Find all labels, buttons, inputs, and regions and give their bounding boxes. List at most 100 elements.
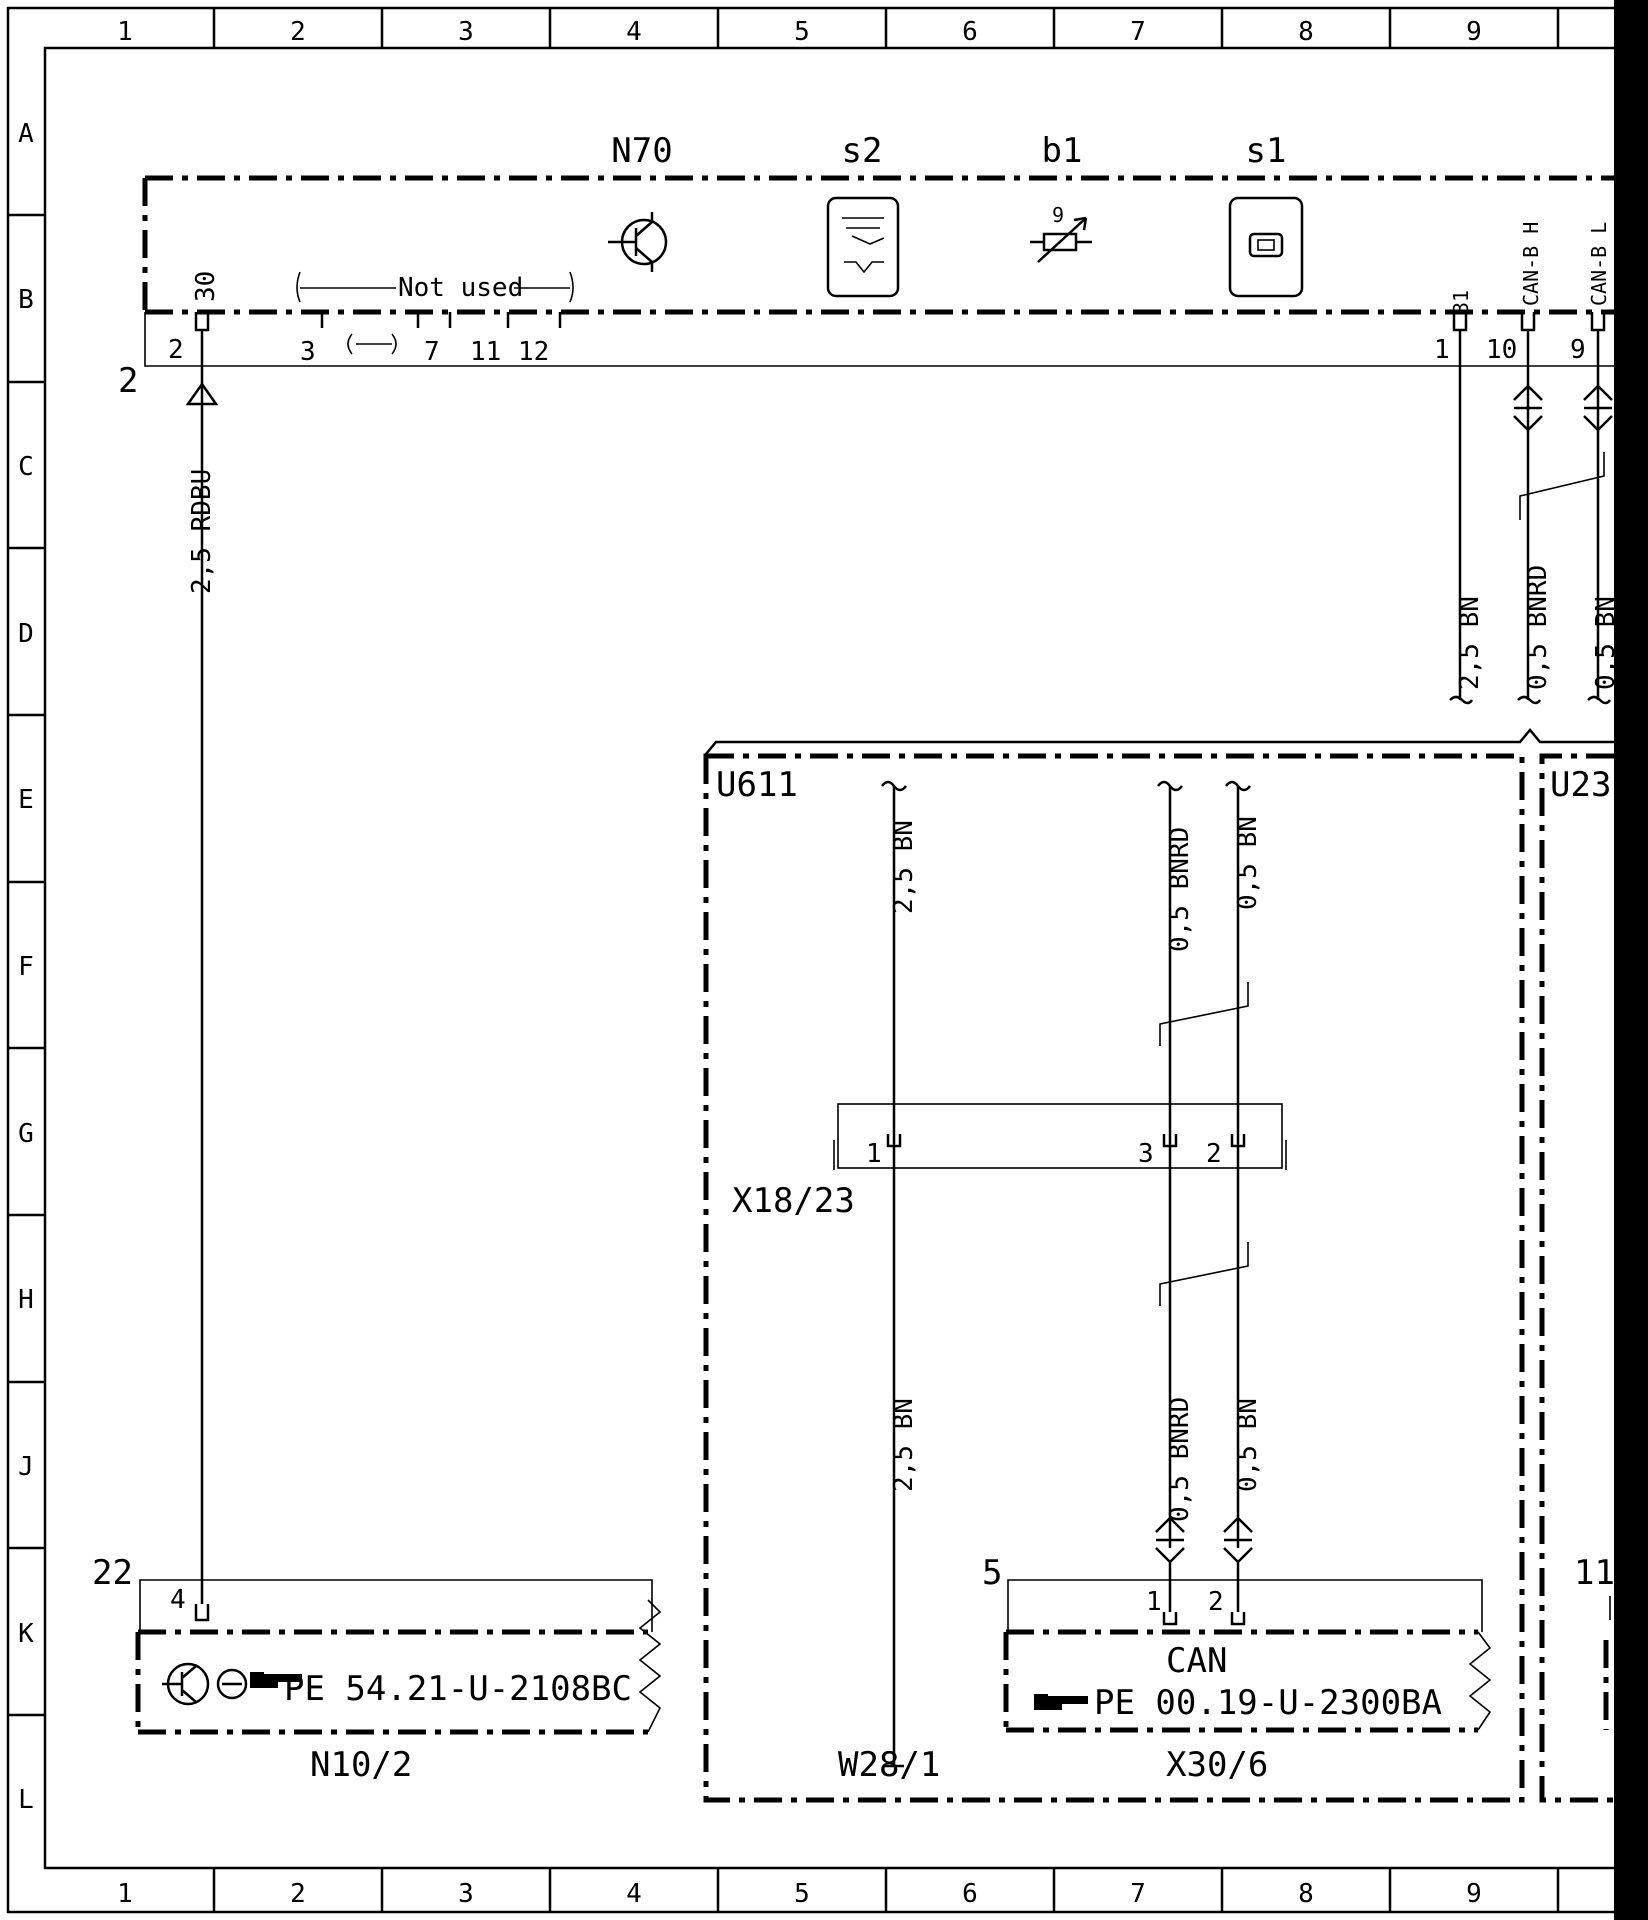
wires-top-right: 2,5 BN 0,5 BNRD 0,5 BN: [1449, 330, 1621, 705]
row-labels: A B C D E F G H J K L: [18, 119, 34, 1815]
u611-wire-bn25-label: 2,5 BN: [889, 820, 919, 914]
wire-bn05-top-label: 0,5 BN: [1591, 596, 1621, 690]
can-label: CAN: [1166, 1641, 1227, 1681]
u23-label: U23: [1550, 765, 1611, 805]
module-n70: N70 s2 b1 s1 9: [118, 131, 1614, 401]
wire-rdbu-label: 2,5 RDBU: [187, 469, 217, 594]
x18-pin2-label: 2: [1206, 1139, 1222, 1169]
module-u23: U23 11: [1539, 753, 1615, 1803]
col-2-bottom: 2: [290, 1879, 306, 1909]
row-G: G: [18, 1119, 34, 1149]
edge-bar: [1614, 0, 1648, 1920]
switch-s2-icon: [826, 196, 900, 298]
row-H: H: [18, 1285, 34, 1315]
bridge-3-7: [347, 333, 397, 355]
x30-pin2-label: 2: [1208, 1587, 1224, 1617]
pin-12-label: 12: [518, 337, 549, 367]
can-b-l-label: CAN-B L: [1587, 222, 1611, 306]
pin-9-label: 9: [1570, 335, 1586, 365]
column-labels-bottom: 1 2 3 4 5 6 7 8 9: [117, 1879, 1482, 1909]
col-5: 5: [794, 17, 810, 47]
component-n70: N70: [611, 131, 672, 171]
outer-frame: [6, 6, 1648, 1914]
col-6: 6: [962, 17, 978, 47]
n10-2-label: N10/2: [310, 1745, 412, 1785]
pin-2-label: 2: [168, 335, 184, 365]
pin-3-label: 3: [300, 337, 316, 367]
n10-pin4-label: 4: [170, 1585, 186, 1615]
connector-2-label: 2: [118, 361, 138, 401]
module-u611: U611 2,5 BN 0,5 BNRD 0,5 BN 1 3 2 X18/23…: [703, 753, 1525, 1803]
col-8: 8: [1298, 17, 1314, 47]
u611-label: U611: [716, 765, 798, 805]
component-s2: s2: [842, 131, 883, 171]
grid-columns-top: [212, 8, 1560, 48]
wire-bnrd-top-label: 0,5 BNRD: [1523, 565, 1553, 690]
column-labels-top: 1 2 3 4 5 6 7 8 9: [117, 17, 1482, 47]
lower-wire-bn25-label: 2,5 BN: [889, 1398, 919, 1492]
col-7: 7: [1130, 17, 1146, 47]
transistor-icon: [608, 212, 668, 272]
col-1-bottom: 1: [117, 1879, 133, 1909]
row-B: B: [18, 285, 34, 315]
can-b-h-label: CAN-B H: [1519, 222, 1543, 306]
row-C: C: [18, 452, 34, 482]
pin-11-label: 11: [470, 337, 501, 367]
row-F: F: [18, 952, 34, 982]
sensor-b1-icon: 9: [1030, 203, 1092, 263]
n10-reference: PE 54.21-U-2108BC: [284, 1669, 632, 1709]
pin-1-label: 1: [1434, 335, 1450, 365]
not-used-label: Not used: [398, 273, 523, 303]
col-6-bottom: 6: [962, 1879, 978, 1909]
col-9: 9: [1466, 17, 1482, 47]
pin-7-label: 7: [424, 337, 440, 367]
pointing-hand-icon: [1034, 1694, 1088, 1710]
wire-rdbu: 2,5 RDBU: [185, 330, 219, 1604]
group-bracket: [705, 728, 1614, 755]
col-5-bottom: 5: [794, 1879, 810, 1909]
row-D: D: [18, 619, 34, 649]
col-8-bottom: 8: [1298, 1879, 1314, 1909]
row-K: K: [18, 1619, 34, 1649]
n10-connector-label: 22: [92, 1553, 133, 1593]
x18-pin3-label: 3: [1138, 1139, 1154, 1169]
transistor-icon: [162, 1662, 248, 1706]
lower-wire-bn05-label: 0,5 BN: [1233, 1398, 1263, 1492]
component-b1: b1: [1042, 131, 1083, 171]
pin-31-label: 31: [1449, 290, 1473, 314]
x18-pin1-label: 1: [866, 1139, 882, 1169]
col-3: 3: [458, 17, 474, 47]
x30-6-label: X30/6: [1166, 1745, 1268, 1785]
u611-wire-bn05-label: 0,5 BN: [1233, 816, 1263, 910]
row-L: L: [18, 1785, 34, 1815]
pin-30-label: 30: [191, 271, 221, 302]
pointing-hand-icon: [250, 1672, 302, 1688]
row-A: A: [18, 119, 34, 149]
component-s1: s1: [1246, 131, 1287, 171]
w28-1-label: W28/1: [838, 1745, 940, 1785]
right-connector-label: 11: [1574, 1553, 1615, 1593]
u611-wire-bnrd-label: 0,5 BNRD: [1165, 827, 1195, 952]
col-4: 4: [626, 17, 642, 47]
not-used-bracket: [296, 271, 574, 303]
button-s1-icon: [1228, 196, 1304, 298]
x30-reference: PE 00.19-U-2300BA: [1094, 1683, 1442, 1723]
col-4-bottom: 4: [626, 1879, 642, 1909]
col-1: 1: [117, 17, 133, 47]
col-7-bottom: 7: [1130, 1879, 1146, 1909]
col-3-bottom: 3: [458, 1879, 474, 1909]
col-2: 2: [290, 17, 306, 47]
row-E: E: [18, 785, 34, 815]
grid-rows: [8, 213, 45, 1717]
x30-connector-label: 5: [982, 1553, 1002, 1593]
svg-text:9: 9: [1052, 203, 1064, 227]
grid-columns-bottom: [212, 1868, 1560, 1912]
lower-wire-bnrd-label: 0,5 BNRD: [1165, 1397, 1195, 1522]
col-9-bottom: 9: [1466, 1879, 1482, 1909]
wire-bn25-top-label: 2,5 BN: [1455, 596, 1485, 690]
inner-frame: [43, 46, 1648, 1870]
pin-10-label: 10: [1486, 335, 1517, 365]
x30-pin1-label: 1: [1146, 1587, 1162, 1617]
pin-markers: [194, 312, 1606, 332]
